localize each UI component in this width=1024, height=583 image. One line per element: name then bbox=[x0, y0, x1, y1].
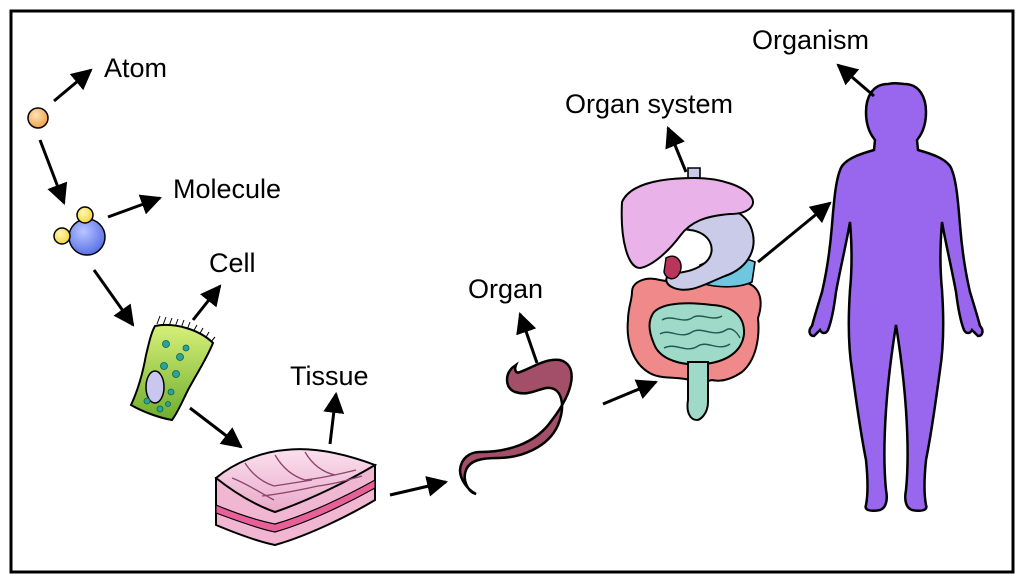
label-tissue: Tissue bbox=[290, 361, 369, 391]
label-organ-system: Organ system bbox=[565, 89, 733, 119]
arrow-molecule-to-cell bbox=[92, 269, 135, 327]
tissue-icon bbox=[214, 448, 378, 547]
molecule-icon bbox=[53, 206, 106, 256]
arrow-system-to-organism bbox=[757, 201, 832, 264]
arrow-cell-to-tissue bbox=[189, 406, 243, 449]
digestive-system-icon bbox=[620, 167, 762, 422]
label-cell: Cell bbox=[209, 248, 256, 278]
label-molecule: Molecule bbox=[173, 174, 281, 204]
arrow-tissue-to-organ bbox=[389, 476, 449, 497]
arrow-atom-to-molecule bbox=[38, 139, 68, 205]
label-organism: Organism bbox=[752, 25, 869, 55]
arrow-tissue-label bbox=[323, 391, 345, 445]
arrow-organism-label bbox=[836, 63, 875, 98]
cell-icon bbox=[129, 315, 216, 422]
human-body-icon bbox=[808, 82, 984, 513]
arrow-cell-label bbox=[191, 284, 222, 321]
arrow-organ-label bbox=[516, 312, 539, 364]
stomach-icon bbox=[458, 358, 573, 496]
arrow-atom-label bbox=[53, 68, 93, 103]
arrow-molecule-label bbox=[107, 194, 162, 219]
label-organ: Organ bbox=[468, 274, 543, 304]
label-atom: Atom bbox=[104, 53, 167, 83]
arrow-organ-to-system bbox=[602, 379, 658, 406]
arrow-system-label bbox=[665, 126, 688, 173]
atom-icon bbox=[27, 107, 49, 129]
diagram-frame bbox=[9, 9, 1015, 574]
